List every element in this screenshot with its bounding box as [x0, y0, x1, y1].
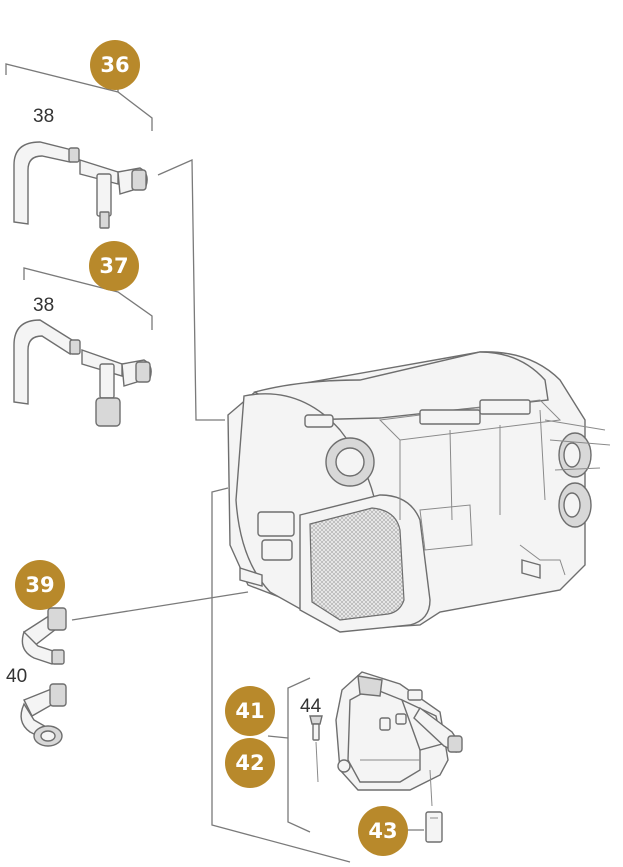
valve-fitting-36 [79, 159, 148, 229]
svg-text:41: 41 [235, 699, 264, 723]
callout-39: 39 [15, 560, 65, 610]
label-44: 44 [300, 696, 322, 717]
burner-control-unit [335, 671, 463, 807]
callout-41: 41 [225, 686, 275, 736]
hose-part-38-upper [13, 141, 80, 225]
svg-text:43: 43 [368, 819, 397, 843]
hose-part-38-lower [13, 319, 81, 405]
assembly-37-bracket [23, 267, 153, 330]
svg-text:37: 37 [99, 254, 128, 278]
part-43 [398, 811, 443, 843]
label-38-lower: 38 [33, 295, 54, 316]
svg-text:42: 42 [235, 751, 264, 775]
svg-text:39: 39 [25, 573, 54, 597]
elbow-fitting-39 [21, 607, 67, 665]
callout-36: 36 [90, 40, 140, 90]
callout-43: 43 [358, 806, 408, 856]
elbow-fitting-40 [20, 683, 67, 747]
heater-unit [227, 351, 611, 633]
callout-37: 37 [89, 241, 139, 291]
svg-text:36: 36 [100, 53, 129, 77]
leader-main-bottom [211, 487, 351, 863]
label-38-upper: 38 [33, 106, 54, 127]
valve-fitting-37 [81, 349, 152, 427]
label-40: 40 [6, 666, 27, 687]
leader-39 [71, 591, 249, 621]
screw-part-44 [309, 715, 323, 783]
callout-42: 42 [225, 738, 275, 788]
assembly-41-42-bracket [267, 677, 311, 833]
